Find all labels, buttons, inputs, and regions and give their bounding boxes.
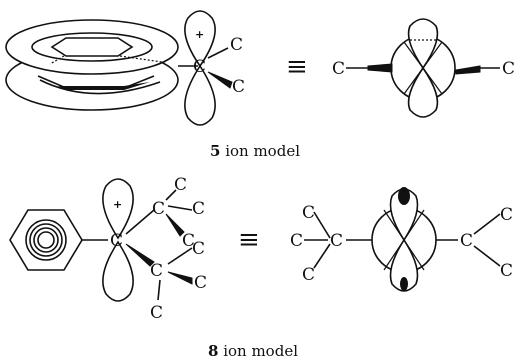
charge-label: + bbox=[113, 198, 122, 211]
charge-label: + bbox=[195, 28, 204, 41]
caption-text: ion model bbox=[220, 142, 300, 160]
atom-label: C bbox=[110, 231, 123, 251]
atom-label: C bbox=[332, 59, 345, 79]
caption-text: ion model bbox=[218, 342, 298, 360]
atom-label: C bbox=[330, 231, 343, 251]
atom-label: C bbox=[302, 203, 315, 223]
p-orbital: + bbox=[102, 178, 134, 302]
caption-8: 8 ion model bbox=[208, 342, 298, 360]
ion-model-8-diagram: + C C C C C C C C C ≡ C C C C bbox=[9, 175, 513, 360]
atom-label: C bbox=[194, 273, 207, 293]
newman-projection: C C C C C C C bbox=[290, 187, 513, 292]
atom-label: C bbox=[500, 261, 513, 281]
atom-label: C bbox=[174, 175, 187, 195]
atom-label: C bbox=[182, 231, 195, 251]
atom-label: C bbox=[290, 231, 303, 251]
atom-label: C bbox=[302, 265, 315, 285]
atom-label: C bbox=[500, 205, 513, 225]
equivalence-symbol: ≡ bbox=[286, 52, 308, 82]
ion-model-5-diagram: + C C C ≡ C C 5 ion model bbox=[5, 10, 514, 160]
atom-label: C bbox=[460, 231, 473, 251]
atom-label: C bbox=[150, 303, 163, 323]
p-orbital: + bbox=[184, 10, 216, 126]
caption-number: 8 bbox=[208, 342, 218, 360]
caption-number: 5 bbox=[210, 142, 220, 160]
atom-label: C bbox=[152, 199, 165, 219]
ring-torus-drawing bbox=[5, 19, 179, 111]
atom-label: C bbox=[232, 77, 245, 97]
atom-label: C bbox=[192, 239, 205, 259]
atom-label: C bbox=[502, 59, 514, 79]
newman-projection: C C bbox=[332, 18, 514, 118]
equivalence-symbol: ≡ bbox=[238, 225, 260, 255]
atom-label: C bbox=[192, 199, 205, 219]
caption-5: 5 ion model bbox=[210, 142, 300, 160]
phenyl-ring bbox=[9, 209, 83, 271]
atom-label: C bbox=[230, 35, 243, 55]
atom-label: C bbox=[193, 57, 206, 77]
atom-label: C bbox=[150, 261, 163, 281]
